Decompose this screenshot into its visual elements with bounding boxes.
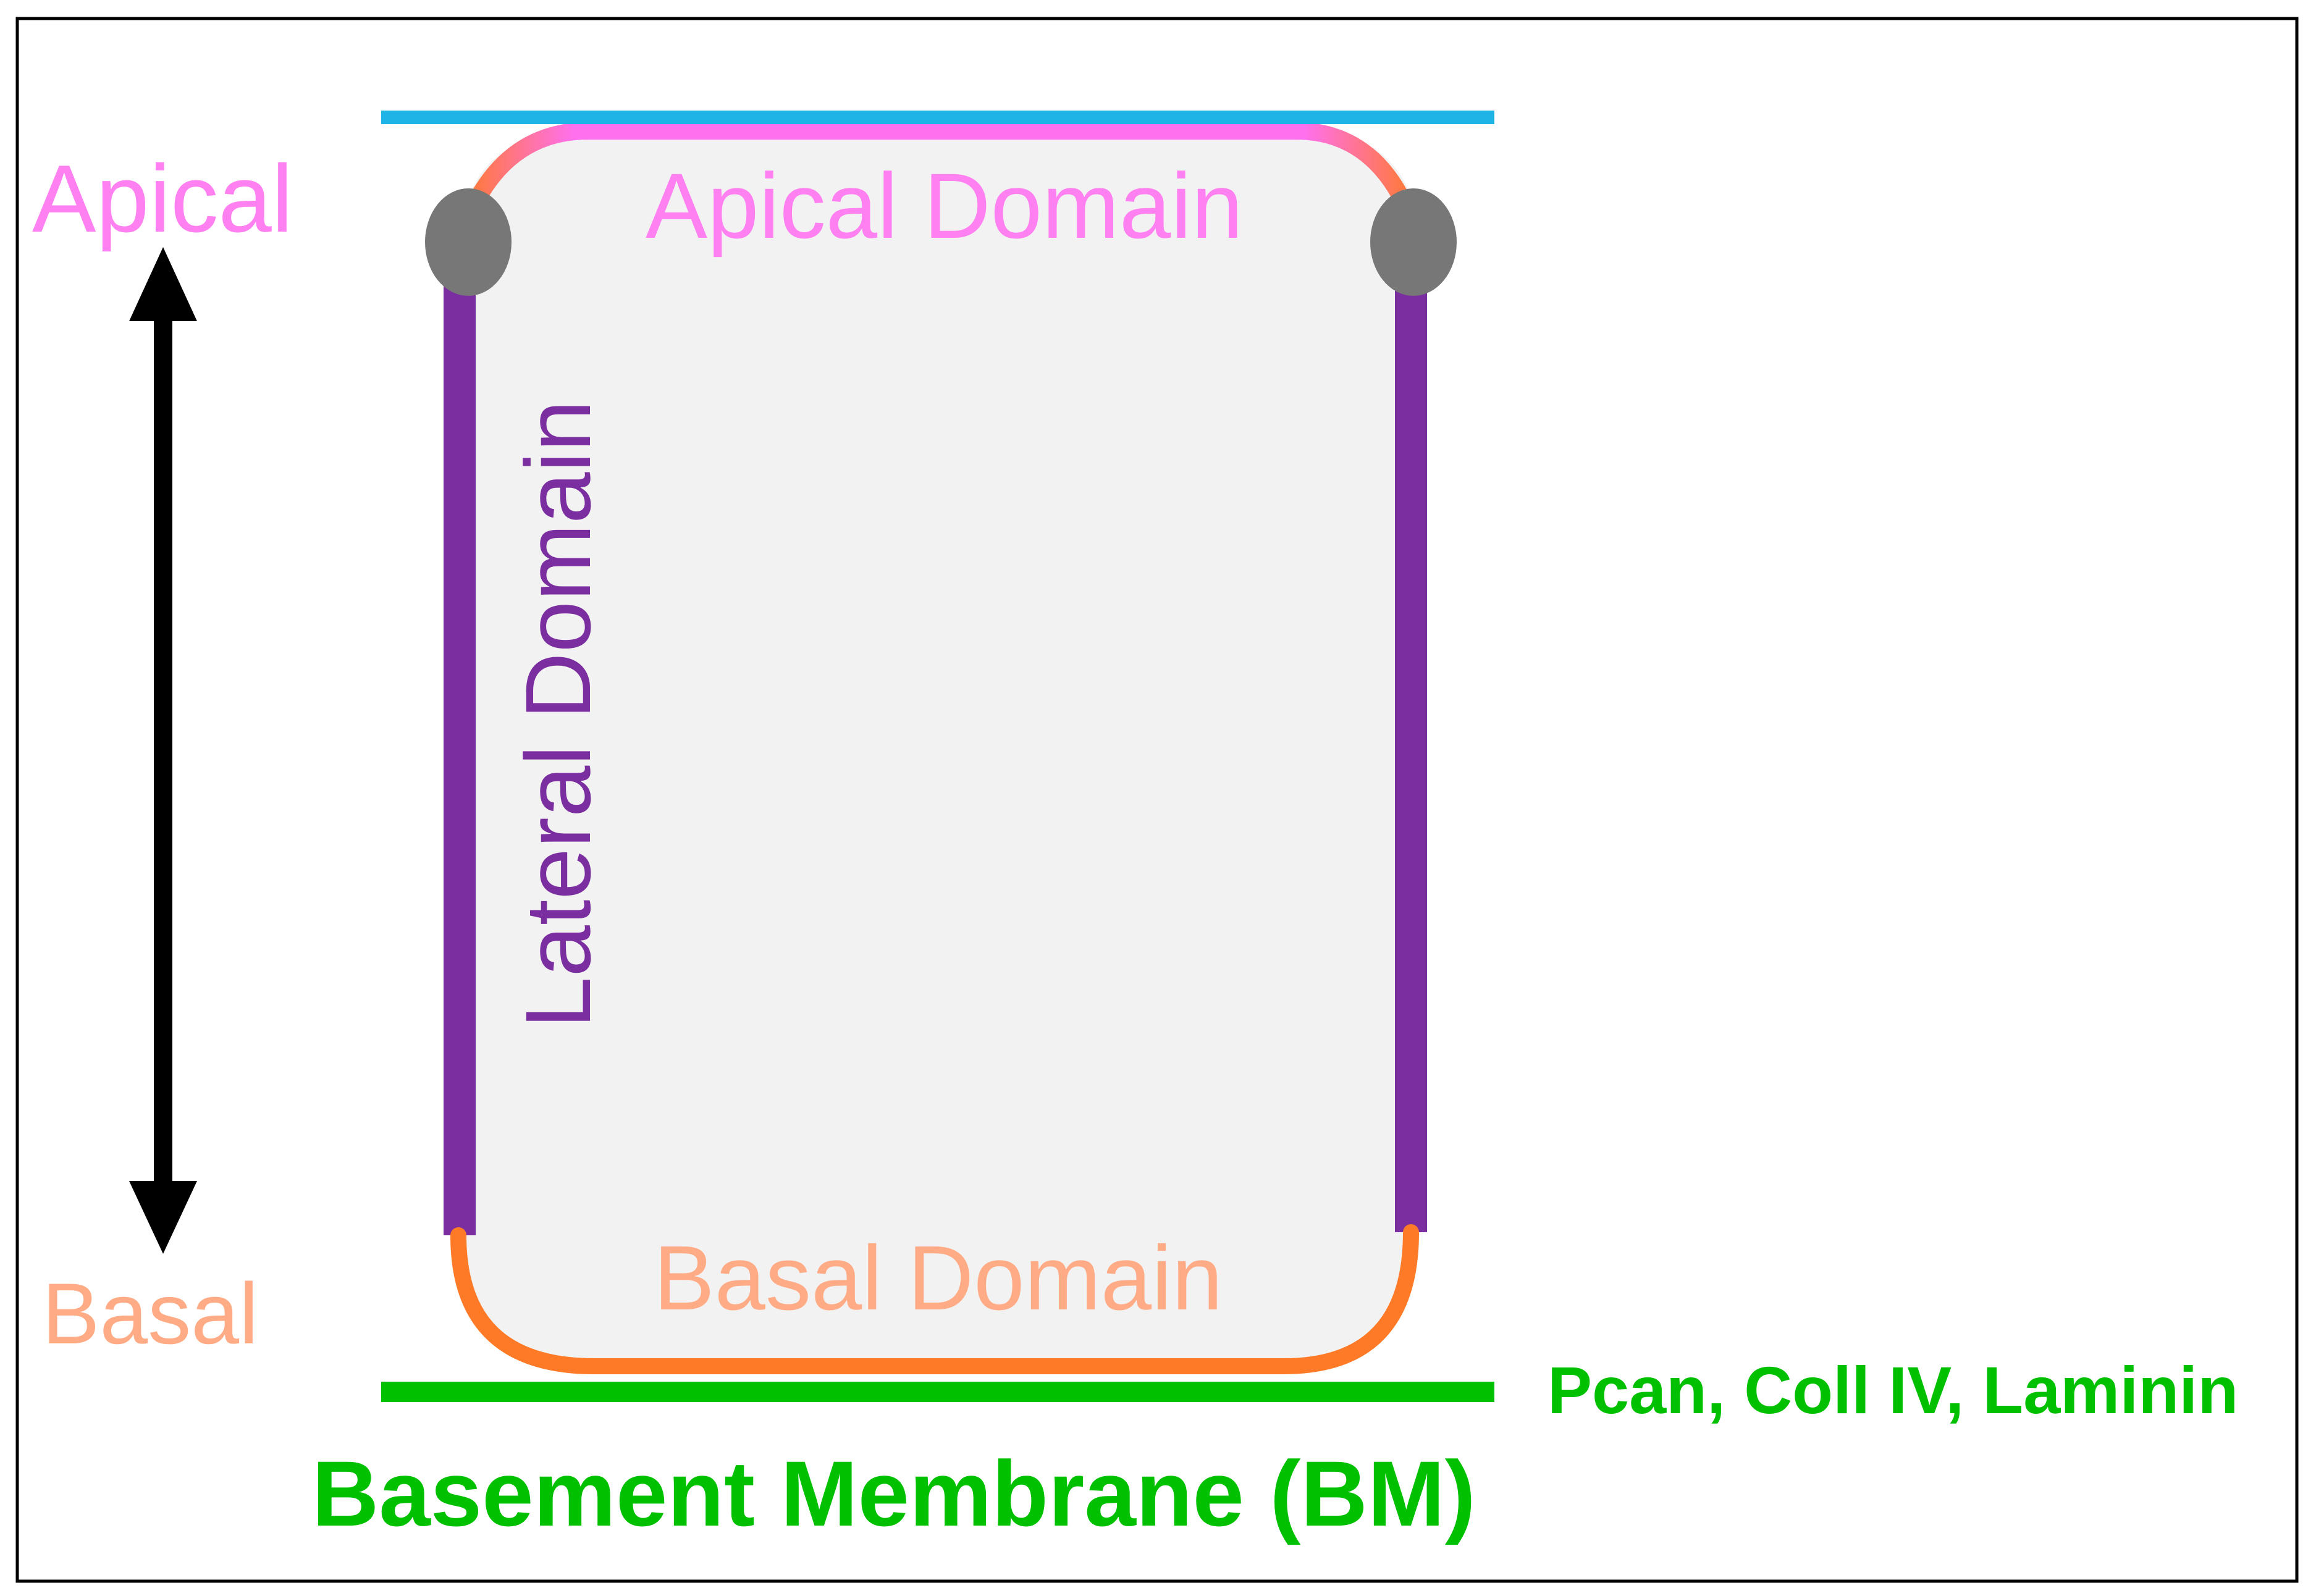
bm-components-label: Pcan, Coll IV, Laminin [1548, 1353, 2238, 1427]
apical-domain-label: Apical Domain [646, 154, 1243, 258]
basal-membrane-edge [450, 1224, 1419, 1374]
polarity-arrow-shaft [154, 309, 172, 1204]
junction-left [425, 188, 512, 296]
junction-right [1370, 188, 1457, 296]
cell-body [458, 130, 1420, 1365]
apical-surface-line [381, 111, 1494, 124]
lateral-membrane-left [444, 247, 476, 1235]
polarity-arrow-head-up [129, 247, 197, 321]
apical-label: Apical [32, 145, 293, 252]
polarity-arrow-head-down [129, 1181, 197, 1254]
lateral-membrane-right [1395, 247, 1427, 1232]
basement-membrane-label: Basement Membrane (BM) [312, 1442, 1476, 1545]
basement-membrane-line [381, 1382, 1494, 1402]
basal-domain-label: Basal Domain [654, 1227, 1223, 1329]
apical-membrane-edge [450, 122, 1428, 253]
basal-label: Basal [42, 1265, 258, 1362]
lateral-domain-label: Lateral Domain [506, 400, 610, 1028]
